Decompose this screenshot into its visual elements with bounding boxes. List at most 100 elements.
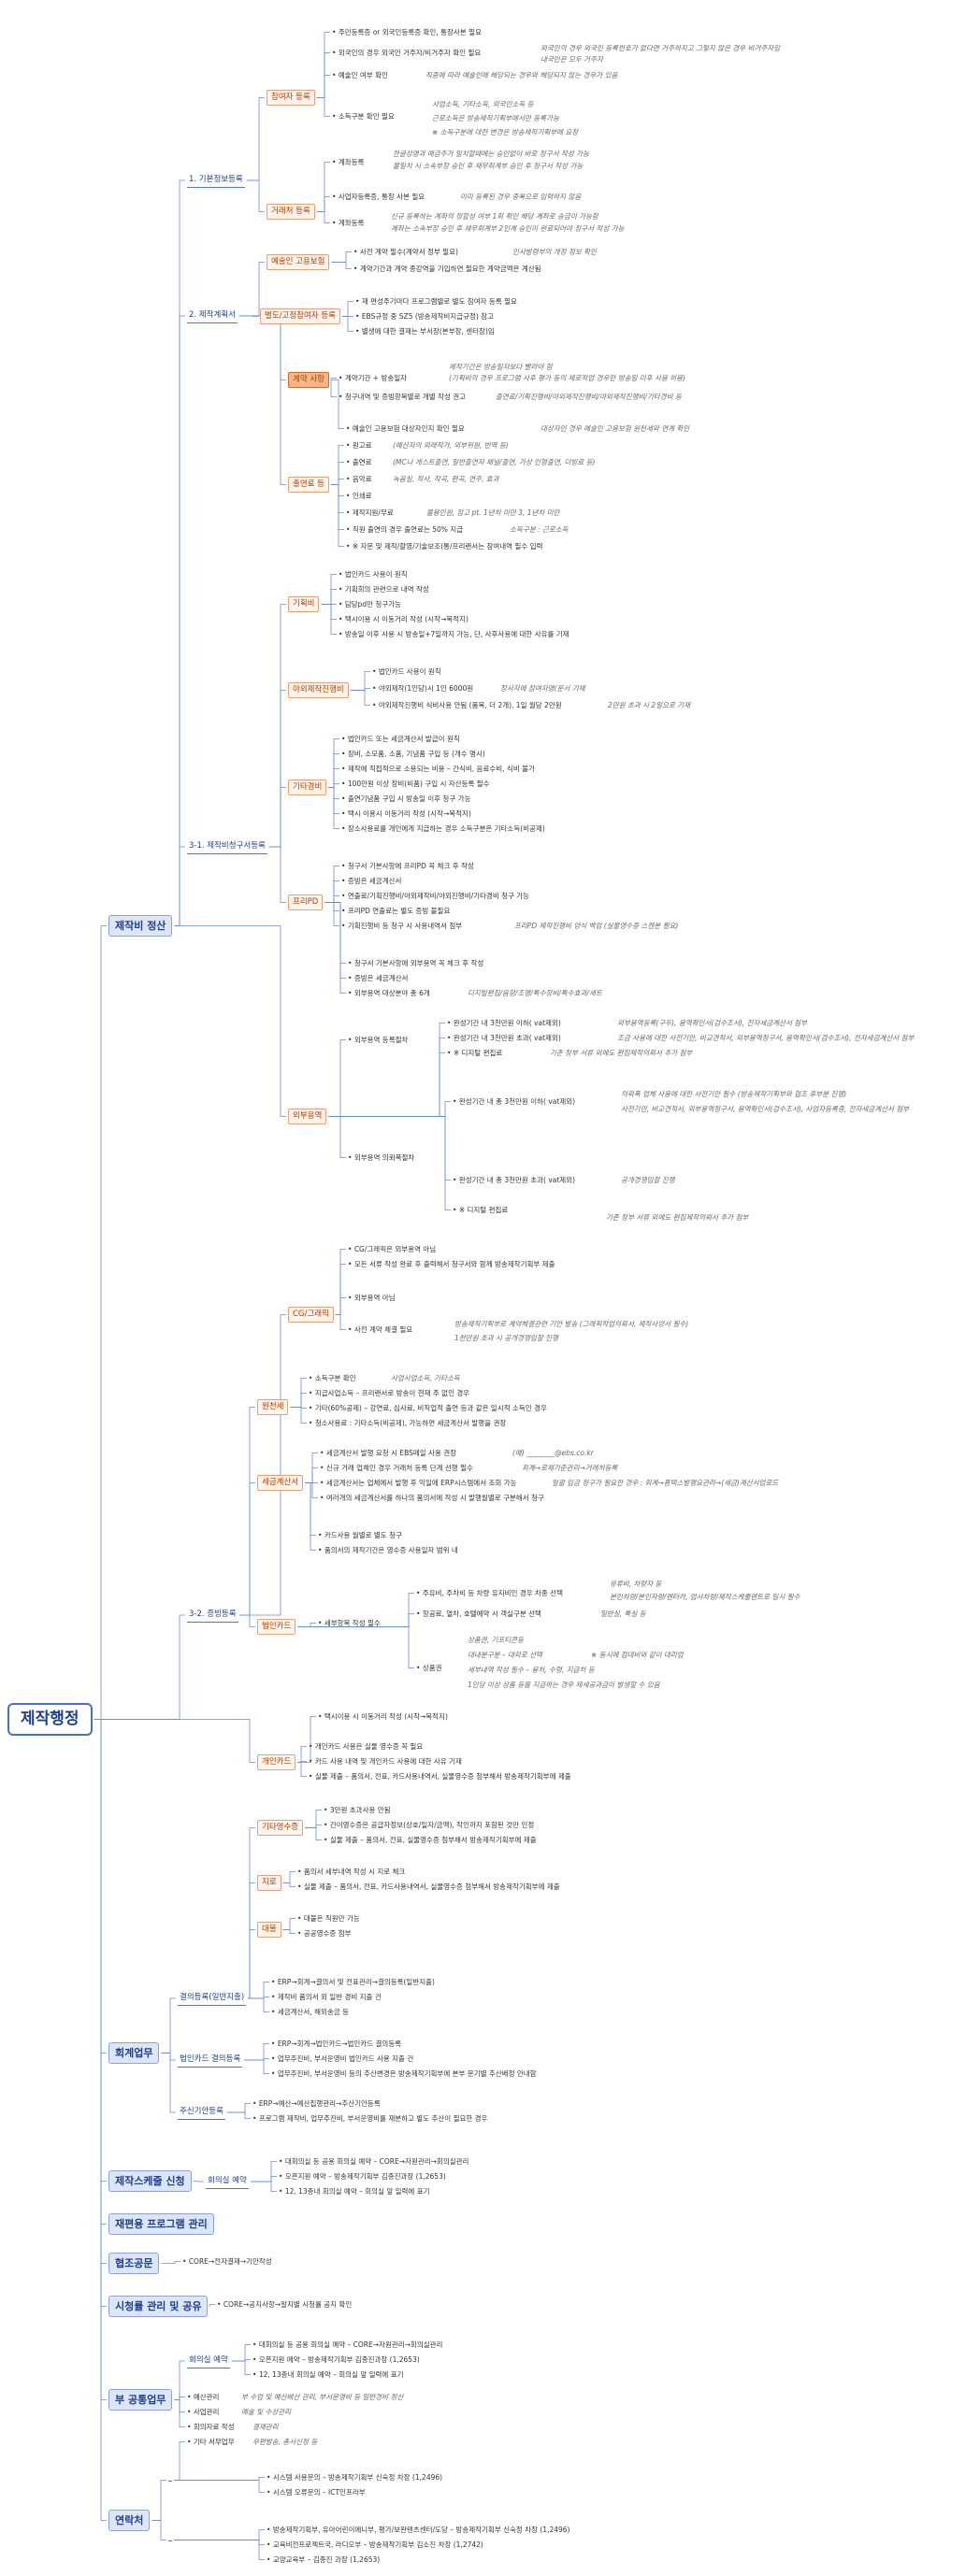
- connector: [244, 2043, 269, 2061]
- connector: [335, 1249, 346, 1315]
- node-personal-card: 개인카드: [257, 1754, 296, 1770]
- connector: [290, 1407, 307, 1424]
- connector: [328, 1052, 445, 1117]
- connector: [246, 97, 265, 181]
- leaf: 대불은 직원만 가능: [297, 1912, 360, 1925]
- leaf: 계좌등록: [332, 217, 365, 229]
- leaf: ※ 디지털 편집료: [453, 1204, 508, 1216]
- leaf: 방송일 이후 사용 시 방송일+7일까지 가능, 단, 사후사용에 대한 사유를…: [339, 628, 569, 640]
- note: 근로소득은 방송제작기획부에서만 등록가능: [432, 114, 559, 122]
- connector: [335, 1297, 346, 1315]
- leaf: 오픈지원 예약 – 방송제작기획부 김종진과장 (1,2653): [252, 2354, 420, 2366]
- connector: [330, 479, 344, 485]
- connector: [239, 1614, 255, 1627]
- leaf: 100만원 이상 장비(비품) 구입 시 자산등록 필수: [341, 778, 490, 790]
- connector: [330, 484, 344, 496]
- connector: [330, 484, 344, 530]
- note: 불일치 시 소속부장 승인 후 재무회계부 승인 후 청구서 작성 가능: [393, 162, 584, 170]
- connector: [316, 162, 330, 212]
- connector: [209, 2304, 215, 2307]
- leaf: 완성기간 내 3천만원 초과( vat제외): [447, 1032, 561, 1044]
- leaf: 지급사업소득 – 프리랜서로 방송이 현재 주 없인 경우: [309, 1387, 469, 1399]
- leaf: CG/그래픽은 외부용역 아님: [348, 1243, 436, 1255]
- connector: [324, 902, 339, 926]
- leaf: 계약기간과 계약 종강역을 기입하면 필요한 계약금액은 계산됨: [353, 263, 541, 275]
- connector: [226, 2111, 251, 2119]
- leaf: 택시이용 시 이동거리 작성 (시작→목적지): [318, 1710, 448, 1723]
- leaf: 택시이용 시 이동거리 작성 (시작→목적지): [339, 613, 468, 625]
- connector: [305, 1467, 318, 1483]
- leaf: 외부용역 등록절차: [348, 1034, 409, 1046]
- leaf: 예술인 여부 확인: [332, 69, 388, 81]
- connector: [268, 787, 286, 848]
- connector: [324, 902, 339, 911]
- note: 부 수업 및 예산배산 관리, 부서운영비 등 일반경비 정산: [241, 2393, 404, 2401]
- note: (MC나 게스트출연, 일반출연자 패널/출연, 가상 인형출연, 더빙료 등): [393, 458, 596, 466]
- leaf: 프리PD 연출료는 별도 증빙 불필요: [341, 905, 451, 917]
- connector: [174, 315, 185, 926]
- connector: [282, 1929, 295, 1934]
- note: (기획비의 경우 프로그램 사후 평가 등의 제로작업 경우만 방송일 이후 사…: [449, 374, 685, 382]
- note: 내국인은 모두 거주자: [540, 55, 603, 64]
- node-card-resolution: 법인카드 결의등록: [178, 2053, 243, 2068]
- connector: [161, 2261, 180, 2264]
- note: 조금 사용에 대한 사전기안, 비교견적서, 외부용역청구서, 용역확인서(검수…: [617, 1034, 915, 1042]
- node-giro: 지로: [257, 1875, 281, 1891]
- connector: [330, 379, 344, 429]
- node-production-settlement: 제작비 정산: [108, 915, 173, 937]
- leaf: 야외제작(1인당)시 1인 6000원: [372, 682, 473, 694]
- note: 사업사업소득, 기타소득: [391, 1374, 460, 1382]
- leaf: 품의서 세부내역 작성 시 지로 체크: [297, 1866, 406, 1878]
- note: 디지털편집/음향/조명/특수장비/특수효과/세트: [468, 989, 602, 997]
- note: (예) ________@ebs.co.kr: [512, 1449, 594, 1457]
- note: 외부용역등록(구두), 용역확인서(검수조서), 전자세금계산서 첨부: [617, 1019, 808, 1027]
- connector: [297, 1746, 307, 1763]
- note: 장사자에 참여자명(문서 기재: [500, 684, 585, 693]
- leaf: 완성기간 내 총 3천만원 이하( vat제외): [453, 1095, 575, 1108]
- leaf: 택시 이용시 이동거리 작성 (시작→목적지): [341, 808, 471, 820]
- connector: [94, 1719, 255, 1763]
- connector: [94, 1719, 107, 2054]
- node-contacts: 연락처: [108, 2510, 151, 2531]
- connector: [94, 1719, 107, 2400]
- node-claim-contact: [168, 2539, 172, 2541]
- connector: [268, 690, 286, 848]
- connector: [94, 1719, 107, 2521]
- leaf: 소득구분 확인: [309, 1372, 356, 1384]
- leaf: 세금계산서, 해외송금 등: [271, 2006, 349, 2018]
- leaf: 예산관리: [187, 2391, 220, 2403]
- leaf: 기타 서무업무: [187, 2436, 235, 2448]
- leaf: 인쇄료: [346, 490, 372, 502]
- note: 불용인원, 참고 pt. 1년차 미만 3, 1년차 미만: [426, 508, 560, 517]
- note: 1천만원 초과 시 공개경쟁입찰 진행: [454, 1334, 558, 1342]
- leaf: 사업자등록증, 통장 사본 필요: [332, 191, 425, 203]
- leaf: 시스템 사용문의 – 방송제작기획부 신숙정 차장 (1,2496): [267, 2471, 442, 2483]
- connector: [341, 316, 353, 332]
- leaf: 담당pd만 청구가능: [339, 598, 401, 610]
- leaf: 제작비 품의서 외 일반 경비 지출 건: [271, 1991, 382, 2003]
- connector: [297, 1716, 316, 1763]
- connector: [290, 1393, 307, 1408]
- node-freelance-pd: 프리PD: [288, 894, 324, 910]
- leaf: 시스템 오류문의 – ICT인프라부: [267, 2486, 366, 2498]
- note: 제작기간은 방송일자보다 빨라야 함: [449, 363, 553, 371]
- connector: [350, 690, 370, 706]
- leaf: 간이영수증은 공급자정보(상호/일자/금액), 작인까지 포함된 것만 인정: [324, 1819, 534, 1831]
- leaf: 기타(60%공제) – 강연료, 심사료, 비직업적 출연 등과 같은 일시적 …: [309, 1402, 547, 1414]
- leaf: 세금계산서 발행 요청 시 EBS메일 사용 권장: [320, 1447, 456, 1459]
- connector: [250, 2181, 277, 2192]
- note: 의뢰폭 업체 사용에 대한 사전기안 필수 (방송제작기획부와 협조 후부분 진…: [621, 1090, 847, 1098]
- leaf: 원고료: [346, 439, 372, 451]
- leaf: 예술인 고용보험 대상자인지 확인 필요: [346, 422, 465, 435]
- note: 1인당 이상 상품 등을 지급하는 경우 제세공과금이 발생할 수 있음: [468, 1681, 660, 1689]
- node-outsourcing: 외부용역: [288, 1109, 327, 1124]
- connector: [316, 75, 330, 98]
- note: 기존 청부 서류 외에도 편집제작의뢰서 추가 첨부: [550, 1049, 693, 1057]
- node-art-insurance: 예술인 고용보험: [267, 254, 330, 270]
- connector: [305, 1825, 322, 1828]
- leaf: 장비, 소모품, 소품, 기념품 구입 등 (개수 명시): [341, 748, 485, 760]
- connector: [94, 1719, 107, 2307]
- leaf: 사업관리: [187, 2406, 220, 2418]
- connector: [321, 604, 337, 635]
